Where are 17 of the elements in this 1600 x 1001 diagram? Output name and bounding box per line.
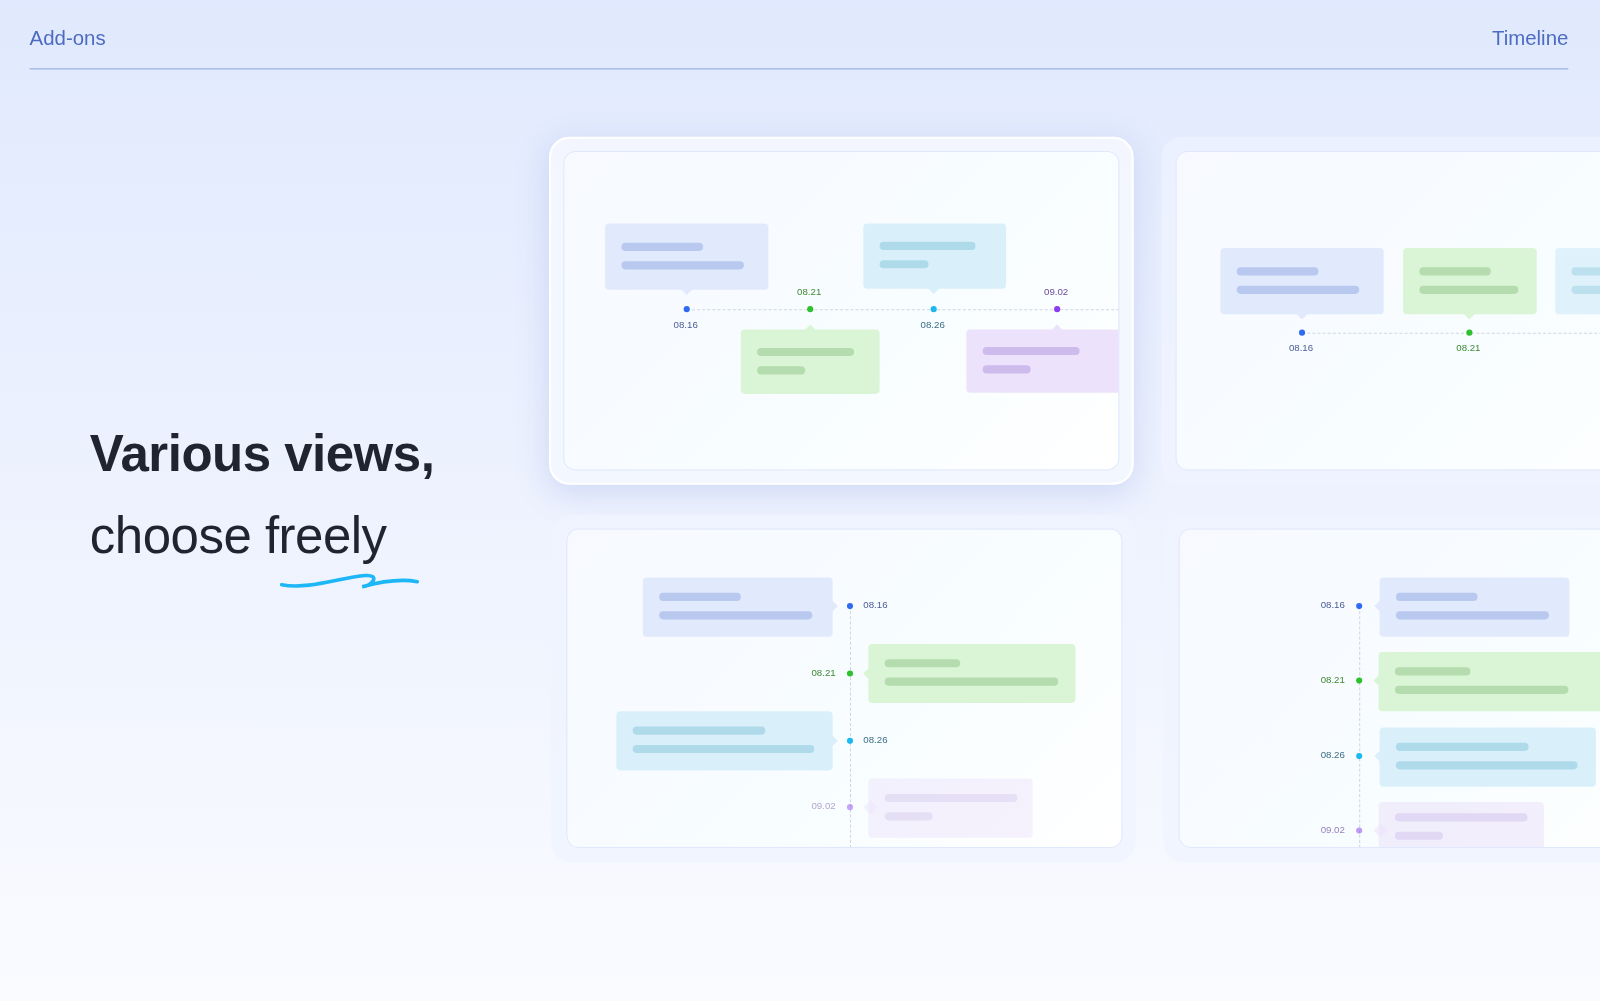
date-label: 08.26 [1319,749,1345,762]
headline: Various views, choose freely [89,424,435,567]
date-label: 09.02 [1319,823,1345,836]
section-label: Add-ons [29,25,106,50]
view-name: Timeline [1492,25,1569,50]
date-label: 08.16 [863,599,889,612]
date-label: 09.02 [810,800,836,813]
date-label: 08.21 [796,285,823,298]
date-label: 08.21 [810,666,836,679]
date-label: 08.26 [919,318,946,331]
date-label: 09.02 [1043,285,1070,298]
date-label: 08.26 [863,733,889,746]
date-label: 08.21 [1455,341,1482,355]
date-label: 08.16 [1319,599,1345,612]
date-label: 08.21 [1319,673,1345,686]
date-label: 08.16 [1287,341,1315,355]
date-label: 08.16 [672,318,699,331]
